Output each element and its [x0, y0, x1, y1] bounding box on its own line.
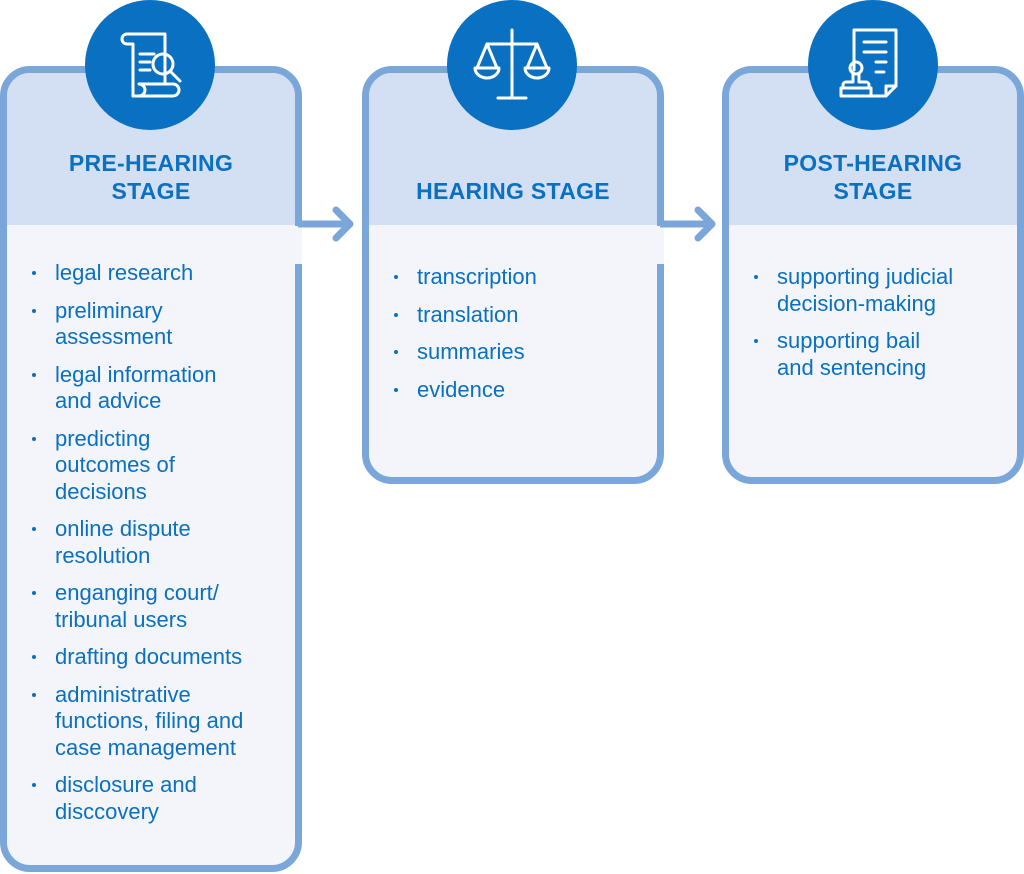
list-item: supporting bail and sentencing	[750, 328, 950, 381]
list-item: legal research	[28, 260, 288, 287]
stage-card-pre-hearing: PRE-HEARING STAGE legal research prelimi…	[0, 66, 302, 872]
stage-title-line: HEARING STAGE	[416, 178, 610, 204]
border-gap	[295, 226, 302, 264]
stage-card-post-hearing: POST-HEARING STAGE supporting judicial d…	[722, 66, 1024, 484]
flow-arrow	[660, 206, 716, 242]
stage-title-line: PRE-HEARING	[68, 150, 234, 176]
stage-title-line: POST-HEARING	[783, 150, 963, 176]
list-item: legal information and advice	[28, 362, 258, 415]
icon-badge	[85, 0, 215, 130]
stage-title-line: STAGE	[833, 178, 913, 204]
list-item: evidence	[390, 377, 650, 404]
stage-title: POST-HEARING STAGE	[729, 149, 1017, 205]
list-item: drafting documents	[28, 644, 288, 671]
border-gap	[657, 226, 664, 264]
icon-badge	[808, 0, 938, 130]
list-item: translation	[390, 302, 650, 329]
stage-title: PRE-HEARING STAGE	[7, 149, 295, 205]
list-item: predicting outcomes of decisions	[28, 426, 208, 506]
icon-badge	[447, 0, 577, 130]
list-item: transcription	[390, 264, 650, 291]
stage-title: HEARING STAGE	[369, 177, 657, 205]
list-item: online dispute resolution	[28, 516, 228, 569]
list-item: administrative functions, filing and cas…	[28, 682, 283, 762]
stage-item-list: supporting judicial decision-making supp…	[750, 264, 1015, 392]
stage-item-list: legal research preliminary assessment le…	[28, 260, 288, 836]
list-item: supporting judicial decision-making	[750, 264, 990, 317]
list-item: preliminary assessment	[28, 298, 208, 351]
flow-arrow	[298, 206, 354, 242]
scroll-magnifier-icon	[120, 32, 182, 98]
list-item: enganging court/ tribunal users	[28, 580, 263, 633]
scales-of-justice-icon	[473, 28, 551, 100]
stage-title-line: STAGE	[111, 178, 191, 204]
list-item: summaries	[390, 339, 650, 366]
stage-item-list: transcription translation summaries evid…	[390, 264, 650, 414]
list-item: disclosure and disccovery	[28, 772, 228, 825]
stamped-document-icon	[839, 28, 898, 98]
